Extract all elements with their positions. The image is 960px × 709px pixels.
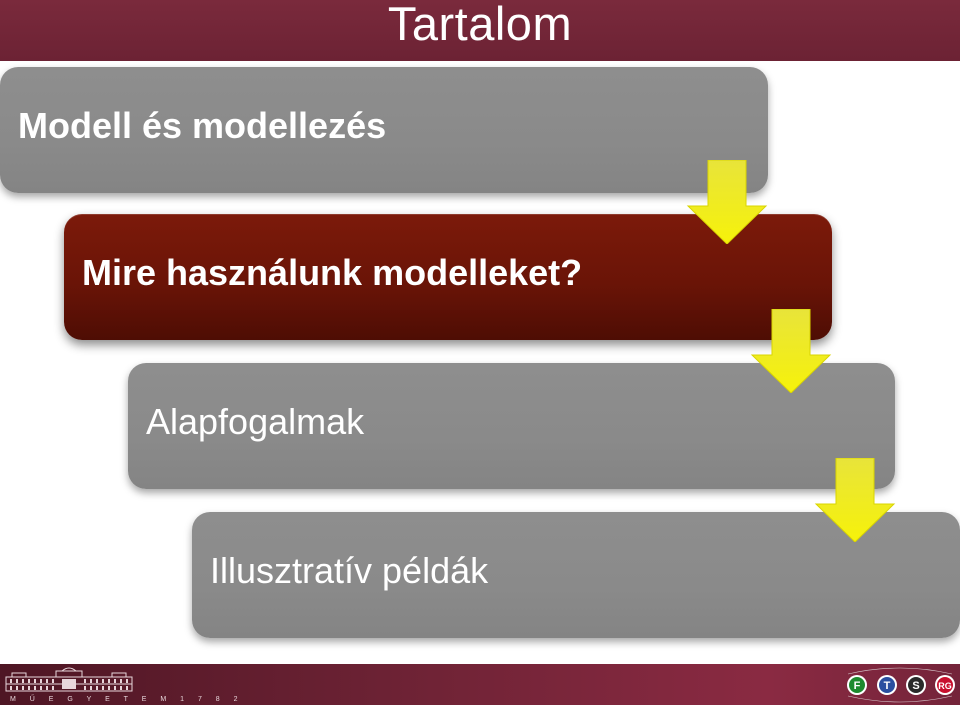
slide-header: Tartalom [0,0,960,61]
slide-footer: M Ű E G Y E T E M 1 7 8 2 F T S [0,664,960,705]
outline-item-label: Alapfogalmak [146,401,365,442]
outline-item-label: Modell és modellezés [18,105,387,146]
outline-item-modell-es-modellezes[interactable]: Modell és modellezés [0,67,768,193]
university-logo-text: M Ű E G Y E T E M 1 7 8 2 [10,696,244,703]
outline-item-label: Mire használunk modelleket? [82,252,583,293]
ftsrg-letter-s: S [912,680,919,692]
outline-item-label: Illusztratív példák [210,550,489,591]
down-arrow-icon [814,458,896,542]
university-logo: M Ű E G Y E T E M 1 7 8 2 [4,667,238,703]
down-arrow-icon [750,309,832,393]
ftsrg-letter-rg: RG [938,681,952,691]
ftsrg-logo: F T S RG [842,666,958,704]
outline-item-alapfogalmak[interactable]: Alapfogalmak [128,363,895,489]
ftsrg-letter-t: T [884,680,891,692]
outline-item-illusztrativ-peldak[interactable]: Illusztratív példák [192,512,960,638]
slide-title: Tartalom [387,0,573,50]
outline-item-mire-hasznalunk-modelleket[interactable]: Mire használunk modelleket? [64,214,832,340]
ftsrg-letter-f: F [854,680,861,692]
down-arrow-icon [686,160,768,244]
